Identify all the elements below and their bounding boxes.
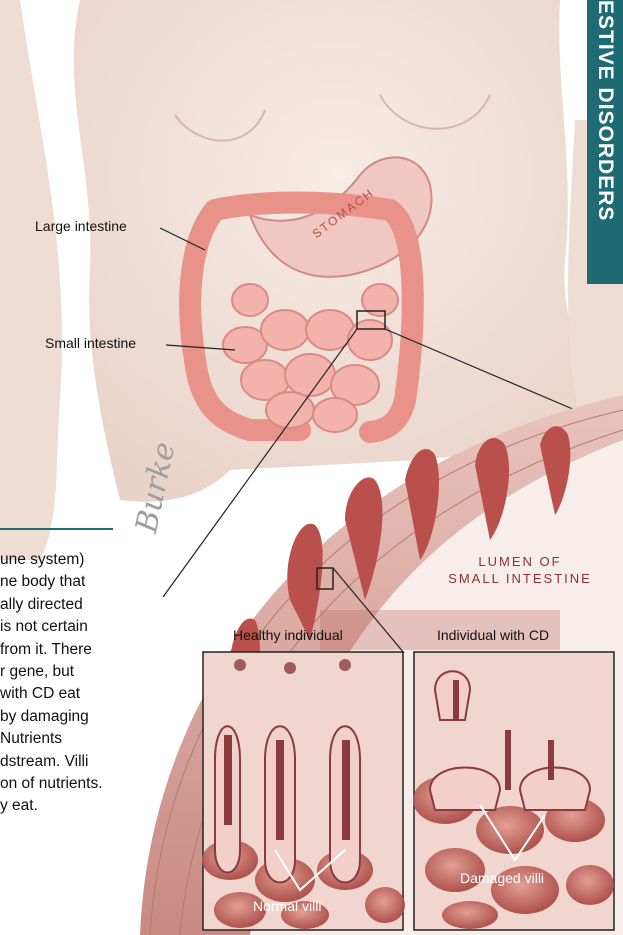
large-intestine-label: Large intestine [35,218,127,234]
body-text-line: une system) [0,549,210,571]
body-text-line: dstream. Villi [0,751,210,773]
body-text-line: y eat. [0,795,210,817]
banner-text: ESTIVE DISORDERS [591,0,619,284]
healthy-panel-title: Healthy individual [233,627,343,643]
body-text-line: Nutrients [0,728,210,750]
body-text-line: ne body that [0,571,210,593]
healthy-panel [202,652,405,930]
body-text: une system) ne body that ally directed i… [0,549,210,818]
body-text-line: with CD eat [0,683,210,705]
body-text-line: from it. There [0,639,210,661]
lumen-label-line2: SMALL INTESTINE [440,570,600,587]
small-intestine-label: Small intestine [45,335,136,351]
lumen-label-line1: LUMEN OF [445,553,595,570]
body-text-line: by damaging [0,706,210,728]
damaged-villi-label: Damaged villi [460,870,544,886]
body-text-line: on of nutrients. [0,773,210,795]
cd-panel-title: Individual with CD [437,627,549,643]
normal-villi-label: Normal villi [253,898,321,914]
section-rule [0,528,113,530]
body-text-line: r gene, but [0,661,210,683]
section-banner: ESTIVE DISORDERS [587,0,623,284]
body-text-line: ally directed [0,594,210,616]
cd-panel [413,652,614,930]
arm-left [0,0,62,560]
body-text-line: is not certain [0,616,210,638]
